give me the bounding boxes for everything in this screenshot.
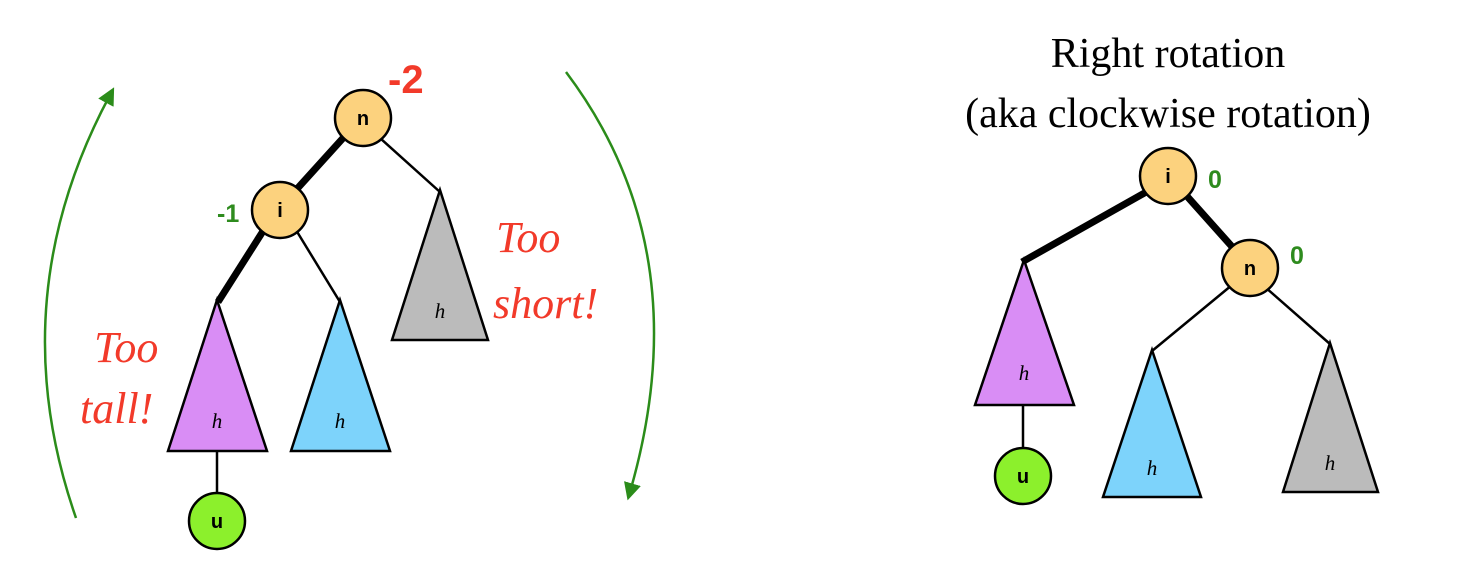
balance-i-right: 0 <box>1208 166 1222 194</box>
node-n-label: n <box>357 108 369 130</box>
balance-i: -1 <box>217 200 239 228</box>
too-tall-line1: Too <box>94 323 158 372</box>
edge-n-gray-right <box>1264 286 1331 345</box>
node-i <box>250 180 310 240</box>
left-up-arrow <box>43 87 115 519</box>
purple-subtree <box>166 295 269 453</box>
edge-i-purple <box>215 226 268 304</box>
node-u-right-label: u <box>1017 466 1029 488</box>
node-n-right <box>1220 238 1280 298</box>
rotation-title: Right rotation <box>1051 31 1286 77</box>
node-n <box>333 88 393 148</box>
node-u-label: u <box>211 511 223 533</box>
edge-n-gray <box>379 137 441 193</box>
right-down-arrow <box>565 71 656 501</box>
too-tall-line2: tall! <box>80 384 153 433</box>
edge-i-blue <box>294 229 342 303</box>
gray-subtree-label: h <box>435 299 446 323</box>
rotation-subtitle: (aka clockwise rotation) <box>965 91 1371 137</box>
edge-n-i <box>293 134 347 193</box>
too-short-line2: short! <box>493 279 598 328</box>
blue-subtree <box>289 295 392 453</box>
edge-i-n-right <box>1182 191 1238 253</box>
node-u-right <box>993 446 1053 506</box>
balance-n-right: 0 <box>1290 242 1304 270</box>
edge-n-blue-right <box>1151 284 1233 352</box>
node-n-right-label: n <box>1244 258 1256 280</box>
purple-subtree-label: h <box>212 409 223 433</box>
purple-subtree-right <box>973 256 1076 407</box>
gray-subtree <box>390 185 490 342</box>
right-tree: Right rotation (aka clockwise rotation) … <box>965 31 1380 506</box>
edge-i-purple-right <box>1020 187 1150 266</box>
node-i-right <box>1138 146 1198 206</box>
balance-n: -2 <box>388 58 424 102</box>
blue-subtree-label: h <box>335 409 346 433</box>
purple-subtree-label-right: h <box>1019 361 1030 385</box>
node-i-label: i <box>277 200 283 222</box>
blue-subtree-label-right: h <box>1147 456 1158 480</box>
too-short-line1: Too <box>496 213 560 262</box>
node-i-right-label: i <box>1165 166 1171 188</box>
node-u <box>187 491 247 551</box>
left-tree: h h h n i u -2 -1 Too tall! Too short! <box>43 58 656 551</box>
gray-subtree-label-right: h <box>1325 451 1336 475</box>
gray-subtree-right <box>1281 338 1380 494</box>
blue-subtree-right <box>1101 346 1203 499</box>
